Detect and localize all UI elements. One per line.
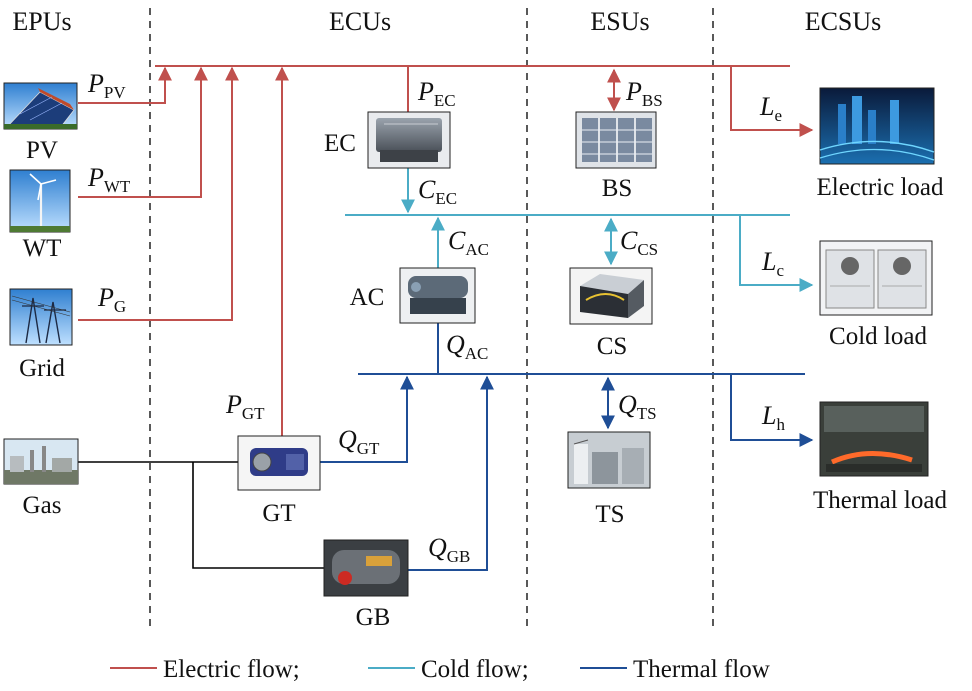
transmission-tower-icon [9,288,73,346]
label-pv: PV [26,137,58,164]
label-gt: GT [262,500,295,527]
flow-q-gt: QGT [338,425,380,458]
label-grid: Grid [19,355,65,382]
label-cold-load: Cold load [829,323,927,350]
gt-thermal-line [320,375,414,463]
gas-gb-line [192,462,324,569]
label-ec: EC [324,130,356,157]
hvac-unit-icon [819,240,933,316]
electric-flows [78,65,814,436]
gas-flows [78,461,324,569]
label-gb: GB [356,604,391,631]
thermal-load-line [730,374,814,447]
flow-c-ac: CAC [448,226,489,259]
electric-chiller-icon [367,111,451,169]
thermal-storage-icon [567,431,651,489]
legend-electric-label: Electric flow; [163,656,300,683]
flow-l-c: Lc [761,247,784,280]
cold-storage-icon [569,267,653,325]
gb-thermal-line [408,375,494,571]
label-cs: CS [597,333,628,360]
gas-turbine-icon [237,435,321,491]
gas-plant-icon [3,438,79,485]
label-ac: AC [350,284,385,311]
label-thermal-load: Thermal load [813,487,947,514]
legend: Electric flow; Cold flow; Thermal flow [110,656,770,683]
flow-c-cs: CCS [620,226,658,259]
grid-electric-line [78,66,239,321]
flow-q-gb: QGB [428,533,470,566]
thermal-flows [320,320,814,571]
cold-load-line [739,215,814,292]
flow-l-h: Lh [761,401,785,434]
label-gas: Gas [23,492,62,519]
legend-thermal-label: Thermal flow [633,656,770,683]
header-epus: EPUs [12,7,71,36]
absorption-chiller-icon [399,267,476,324]
gas-boiler-icon [323,539,409,597]
flow-c-ec: CEC [418,175,457,208]
battery-storage-icon [575,111,657,169]
cold-flows [345,168,814,292]
legend-cold-label: Cold flow; [421,656,529,683]
flow-q-ts: QTS [618,390,657,423]
flow-p-bs: PBS [625,77,663,110]
steel-mill-icon [819,401,929,477]
label-bs: BS [602,175,633,202]
label-electric-load: Electric load [816,174,944,201]
flow-q-ac: QAC [446,330,488,363]
header-esus: ESUs [590,7,649,36]
pv-electric-line [78,66,172,104]
flow-p-pv: PPV [87,69,126,102]
wind-turbine-icon [9,169,71,233]
flow-p-gt: PGT [225,390,265,423]
flow-l-e: Le [759,92,782,125]
header-ecus: ECUs [329,7,391,36]
flow-p-ec: PEC [417,77,456,110]
label-ts: TS [595,501,624,528]
flow-p-g: PG [97,283,126,316]
electric-load-line [730,66,814,137]
label-wt: WT [23,235,62,262]
solar-panel-icon [3,82,78,130]
flow-p-wt: PWT [87,163,131,196]
city-lights-icon [819,87,935,165]
header-ecsus: ECSUs [805,7,882,36]
wt-electric-line [78,66,208,198]
